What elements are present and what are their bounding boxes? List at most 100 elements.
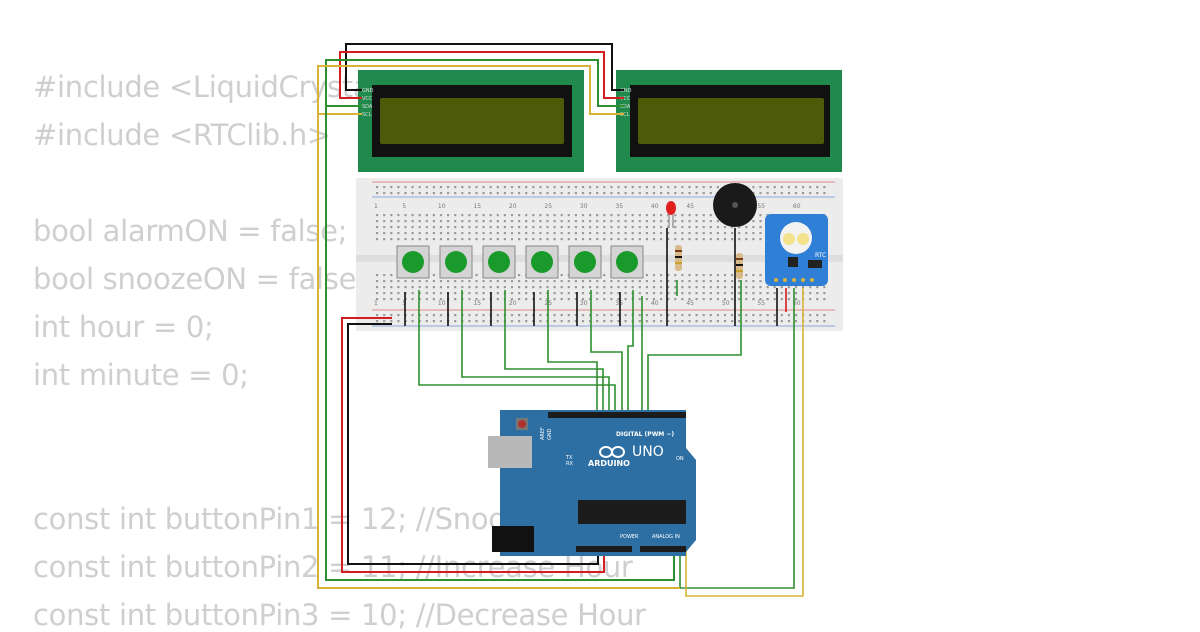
breadboard-hole [525,192,528,195]
buzzer[interactable] [713,183,757,227]
lcd-display-1[interactable]: GND VCC SDA SCL [358,70,584,172]
breadboard-hole [475,320,478,323]
breadboard-hole [496,314,499,317]
breadboard-hole [638,292,641,295]
breadboard-hole [688,186,691,189]
lcd2-pin-label: VCC [620,96,631,102]
breadboard-hole [759,238,762,241]
breadboard-hole [432,214,435,217]
breadboard-hole [660,238,663,241]
breadboard-hole [383,274,386,277]
breadboard-hole [709,238,712,241]
breadboard-hole [432,232,435,235]
breadboard-hole [425,320,428,323]
breadboard-hole [596,226,599,229]
breadboard-hole [567,280,570,283]
breadboard-hole [709,220,712,223]
breadboard-hole [652,186,656,189]
breadboard-hole [617,314,620,317]
power-label: POWER [620,534,639,540]
breadboard-hole [759,280,762,283]
breadboard-hole [766,292,769,295]
breadboard-hole [667,292,670,295]
breadboard-hole [510,238,514,241]
breadboard-hole [518,226,521,229]
lcd1-pin-label: GND [362,88,374,94]
breadboard-hole [752,286,755,289]
breadboard-hole [752,274,755,277]
breadboard-hole [510,232,514,235]
breadboard-hole [411,298,414,301]
breadboard-hole [660,274,663,277]
breadboard-hole [674,232,677,235]
rx-label: RX [566,461,573,467]
breadboard-hole [596,320,599,323]
push-button-2[interactable] [439,245,473,279]
breadboard-hole [681,274,684,277]
breadboard-hole [397,220,400,223]
breadboard-hole [688,320,691,323]
breadboard-column-number: 10 [438,300,446,307]
breadboard-hole [482,314,485,317]
breadboard-hole [482,186,485,189]
breadboard-hole [589,238,592,241]
breadboard-hole [376,298,379,301]
breadboard-hole [745,314,748,317]
breadboard-hole [425,314,428,317]
breadboard-hole [439,192,443,195]
breadboard-hole [660,280,663,283]
breadboard-hole [794,298,798,301]
breadboard-hole [581,292,585,295]
breadboard-hole [489,238,492,241]
breadboard-hole [461,238,464,241]
breadboard-hole [596,220,599,223]
breadboard-hole [759,286,762,289]
breadboard-hole [581,314,585,317]
push-button-1[interactable] [396,245,430,279]
lcd-display-2[interactable]: GND VCC SDA SCL [616,70,842,172]
breadboard-hole [560,192,563,195]
breadboard-hole [773,192,776,195]
breadboard-hole [383,220,386,223]
breadboard-hole [510,220,514,223]
breadboard-hole [546,280,549,283]
breadboard-hole [667,298,670,301]
rtc-module[interactable]: RTC [765,214,828,286]
tx-label: TX [565,455,573,461]
breadboard-hole [674,214,677,217]
breadboard-hole [482,292,485,295]
breadboard-hole [603,220,606,223]
breadboard-hole [674,320,677,323]
breadboard-hole [518,232,521,235]
breadboard-hole [404,192,407,195]
breadboard-hole [432,192,435,195]
push-button-6[interactable] [610,245,644,279]
breadboard-hole [567,220,570,223]
push-button-5[interactable] [568,245,602,279]
breadboard-hole [688,238,691,241]
breadboard-hole [674,298,677,301]
breadboard-hole [539,232,542,235]
push-button-3[interactable] [482,245,516,279]
breadboard-hole [596,298,599,301]
breadboard-hole [816,314,819,317]
breadboard-hole [766,186,769,189]
breadboard-hole [716,186,719,189]
breadboard-hole [596,238,599,241]
breadboard-hole [617,214,620,217]
breadboard-hole [567,238,570,241]
breadboard-hole [695,314,698,317]
breadboard-hole [425,214,428,217]
breadboard-hole [709,286,712,289]
breadboard-column-number: 55 [757,300,765,307]
breadboard-hole [553,298,556,301]
led[interactable] [666,201,676,228]
breadboard-hole [475,226,478,229]
breadboard-hole [702,226,705,229]
breadboard-hole [603,238,606,241]
push-button-4[interactable] [525,245,559,279]
breadboard-hole [489,186,492,189]
arduino-uno[interactable]: DIGITAL (PWM ~) UNO ARDUINO ON TX RX POW… [488,410,696,556]
breadboard-hole [731,274,734,277]
breadboard-hole [390,226,393,229]
